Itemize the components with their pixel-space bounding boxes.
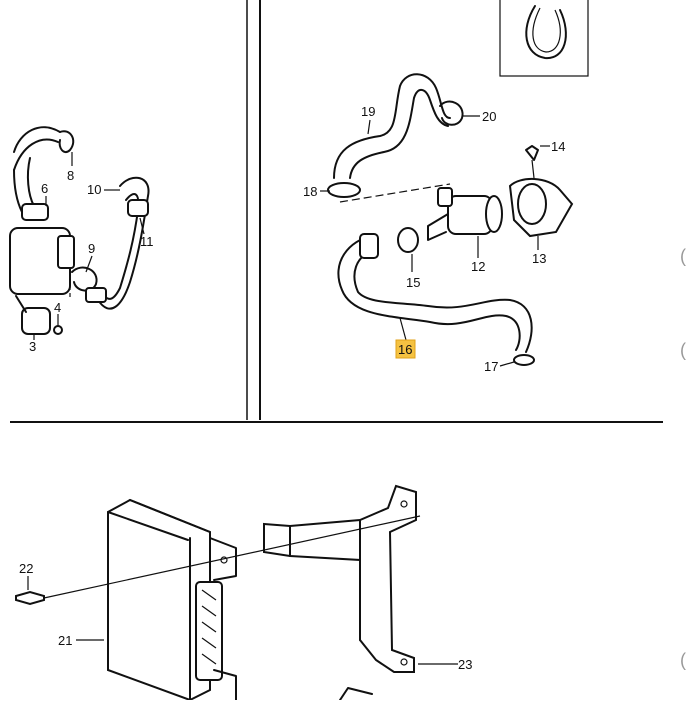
- callout-19: 19: [361, 104, 375, 119]
- callout-13: 13: [532, 251, 546, 266]
- left-panel: [9, 126, 150, 335]
- callout-23: 23: [458, 657, 472, 672]
- callout-16: 16: [398, 342, 412, 357]
- callout-12: 12: [471, 259, 485, 274]
- lower-callouts: 22 21 23: [19, 561, 472, 672]
- panel-frame: [10, 0, 663, 423]
- edge-mark-1: (: [680, 246, 686, 266]
- inset-clamp-detail: [499, 0, 589, 77]
- callout-14: 14: [551, 139, 565, 154]
- edge-mark-2: (: [680, 340, 686, 360]
- callout-22: 22: [19, 561, 33, 576]
- callout-16-highlight: [395, 339, 416, 359]
- callout-18: 18: [303, 184, 317, 199]
- right-callouts: 19 20 18 14 12 13 15 16 17: [303, 104, 565, 374]
- right-panel: [327, 73, 574, 366]
- callout-21: 21: [58, 633, 72, 648]
- callout-4: 4: [54, 300, 61, 315]
- left-callouts: 6 8 10 11 9 4 3: [29, 152, 154, 354]
- edge-mark-3: (: [680, 650, 686, 670]
- callout-3: 3: [29, 339, 36, 354]
- callout-10: 10: [87, 182, 101, 197]
- callout-8: 8: [67, 168, 74, 183]
- callout-9: 9: [88, 241, 95, 256]
- callout-20: 20: [482, 109, 496, 124]
- edge-marks: ( ( (: [680, 246, 686, 670]
- callout-17: 17: [484, 359, 498, 374]
- callout-6: 6: [41, 181, 48, 196]
- callout-11: 11: [140, 234, 154, 249]
- lower-panel: [15, 484, 421, 702]
- callout-15: 15: [406, 275, 420, 290]
